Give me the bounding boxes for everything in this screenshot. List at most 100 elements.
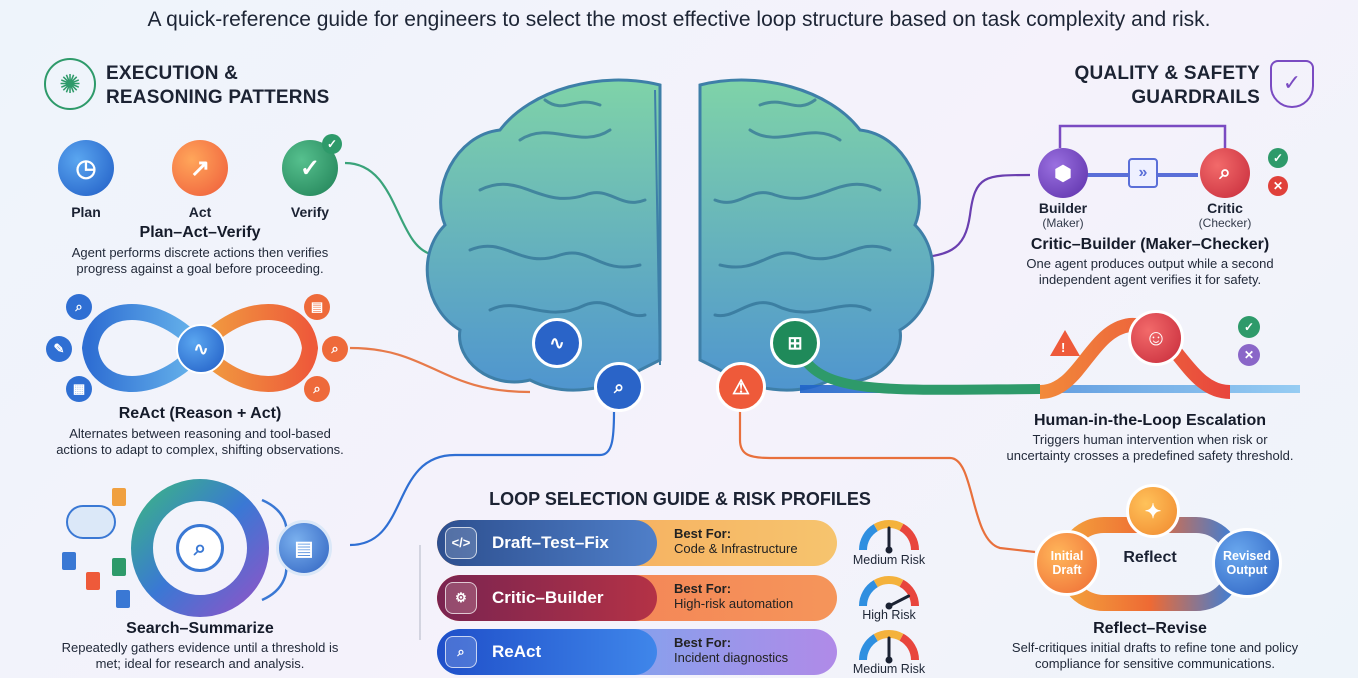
gauge-segment bbox=[899, 523, 919, 551]
reject-icon: ✕ bbox=[1268, 176, 1288, 196]
critic-label: Critic bbox=[1207, 200, 1243, 216]
search-summarize-desc-line2: met; ideal for research and analysis. bbox=[95, 656, 305, 671]
gauge-hub bbox=[885, 602, 893, 610]
reflect-revise-desc-line1: Self-critiques initial drafts to refine … bbox=[1011, 640, 1299, 655]
human-loop-desc: Triggers human intervention when risk or… bbox=[960, 432, 1340, 464]
gauge-hub bbox=[885, 656, 893, 664]
document-icon bbox=[112, 488, 126, 506]
revised-output-node: Revised Output bbox=[1212, 528, 1282, 598]
guide-row-critic-builder: ⚙ Critic–Builder Best For: High-risk aut… bbox=[437, 575, 837, 621]
critic-sublabel: (Checker) bbox=[1198, 216, 1252, 230]
plan-act-verify-title: Plan–Act–Verify bbox=[139, 224, 261, 241]
deny-icon: ✕ bbox=[1238, 344, 1260, 366]
lightbulb-icon: ✦ bbox=[1126, 484, 1180, 538]
search-summarize-title: Search–Summarize bbox=[126, 620, 274, 637]
reflect-label: Reflect bbox=[1123, 549, 1177, 566]
react-desc-line2: actions to adapt to complex, shifting ob… bbox=[56, 442, 344, 457]
shield-gear-icon: ✓ bbox=[1270, 60, 1314, 108]
check-badge-icon: ✓ bbox=[322, 134, 342, 154]
document-icon bbox=[116, 590, 130, 608]
guide-row-best-value: Code & Infrastructure bbox=[674, 541, 798, 556]
critic-builder-desc-line1: One agent produces output while a second bbox=[1026, 256, 1274, 271]
revised-output-line2: Output bbox=[1226, 563, 1268, 577]
alert-triangle-icon bbox=[1050, 330, 1080, 356]
risk-label: High Risk bbox=[862, 608, 916, 622]
gauge-segment bbox=[899, 633, 919, 661]
warning-icon: ⚠ bbox=[716, 362, 766, 412]
left-section-title: EXECUTION & REASONING PATTERNS bbox=[106, 62, 330, 110]
initial-draft-line1: Initial bbox=[1050, 549, 1084, 563]
approve-icon: ✓ bbox=[1238, 316, 1260, 338]
guide-row-best-value: Incident diagnostics bbox=[674, 650, 789, 665]
guide-title: LOOP SELECTION GUIDE & RISK PROFILES bbox=[489, 489, 871, 509]
magnifier-icon: ⌕ bbox=[304, 376, 330, 402]
guide-row-best: Best For: High-risk automation bbox=[674, 581, 793, 611]
risk-gauge bbox=[859, 630, 919, 664]
document-icon bbox=[86, 572, 100, 590]
act-label: Act bbox=[188, 204, 212, 220]
guide-row-best-label: Best For: bbox=[674, 526, 732, 541]
gauge-segment bbox=[859, 580, 879, 607]
human-loop-title: Human-in-the-Loop Escalation bbox=[1034, 412, 1266, 429]
risk-label: Medium Risk bbox=[852, 553, 926, 567]
right-section-title-line1: QUALITY & SAFETY bbox=[1074, 63, 1260, 84]
plan-act-verify-desc-line2: progress against a goal before proceedin… bbox=[76, 261, 324, 276]
document-icon bbox=[62, 552, 76, 570]
initial-draft-line2: Draft bbox=[1052, 563, 1082, 577]
risk-gauge bbox=[859, 576, 919, 610]
critic-builder-title: Critic–Builder (Maker–Checker) bbox=[1030, 236, 1270, 253]
react-title: ReAct (Reason + Act) bbox=[118, 405, 282, 422]
robot-arm-icon: ⚙ bbox=[445, 582, 477, 614]
cloud-icon bbox=[66, 505, 116, 539]
human-loop-desc-line1: Triggers human intervention when risk or bbox=[1032, 432, 1268, 447]
revised-output-line1: Revised bbox=[1223, 549, 1271, 563]
human-loop-desc-line2: uncertainty crosses a predefined safety … bbox=[1006, 448, 1294, 463]
search-summarize-desc-line1: Repeatedly gathers evidence until a thre… bbox=[61, 640, 339, 655]
clock-icon: ◷ bbox=[58, 140, 114, 196]
document-search-icon: ⌕ bbox=[594, 362, 644, 412]
reflect-revise-desc-line2: compliance for sensitive communications. bbox=[1035, 656, 1275, 671]
guide-row-name: Draft–Test–Fix bbox=[492, 533, 609, 552]
gauge-segment bbox=[899, 579, 919, 607]
right-section-title-line2: GUARDRAILS bbox=[1131, 87, 1260, 108]
brain-illustration bbox=[425, 78, 935, 392]
verify-label: Verify bbox=[290, 204, 330, 220]
right-section-title: QUALITY & SAFETY GUARDRAILS bbox=[1040, 62, 1260, 110]
gauge-segment bbox=[859, 524, 879, 551]
clipboard-icon: ▤ bbox=[304, 294, 330, 320]
cube-gear-icon: ⬢ bbox=[1038, 148, 1088, 198]
gauge-segment bbox=[873, 520, 904, 532]
guide-row-best-value: High-risk automation bbox=[674, 596, 794, 611]
document-icon bbox=[112, 558, 126, 576]
calculator-icon: ▦ bbox=[66, 376, 92, 402]
search-summarize-desc: Repeatedly gathers evidence until a thre… bbox=[10, 640, 390, 672]
book-search-icon: ⌕ bbox=[176, 524, 224, 572]
code-window-icon: </> bbox=[445, 527, 477, 559]
guide-row-draft-test-fix: </> Draft–Test–Fix Best For: Code & Infr… bbox=[437, 520, 837, 566]
gauge-needle bbox=[887, 594, 911, 608]
critic-builder-desc-line2: independent agent verifies it for safety… bbox=[1038, 272, 1262, 287]
initial-draft-node: Initial Draft bbox=[1034, 530, 1100, 596]
react-desc-line1: Alternates between reasoning and tool-ba… bbox=[69, 426, 331, 441]
reflect-revise-desc: Self-critiques initial drafts to refine … bbox=[960, 640, 1350, 672]
summary-document-icon: ▤ bbox=[276, 520, 332, 576]
guide-row-left: ⌕ ReAct bbox=[437, 629, 657, 675]
guide-row-left: </> Draft–Test–Fix bbox=[437, 520, 657, 566]
magnify-pulse-icon: ⌕ bbox=[445, 636, 477, 668]
risk-label: Medium Risk bbox=[852, 662, 926, 676]
guide-row-best-label: Best For: bbox=[674, 635, 732, 650]
approve-icon: ✓ bbox=[1268, 148, 1288, 168]
reflect-revise-title: Reflect–Revise bbox=[1093, 620, 1207, 637]
left-section-title-line1: EXECUTION & bbox=[106, 63, 239, 84]
arrow-up-right-icon: ↗ bbox=[172, 140, 228, 196]
hierarchy-icon: ⊞ bbox=[770, 318, 820, 368]
pulse-icon: ∿ bbox=[176, 324, 226, 374]
page-subtitle: A quick-reference guide for engineers to… bbox=[147, 8, 1211, 31]
builder-sublabel: (Maker) bbox=[1042, 216, 1084, 230]
risk-gauge bbox=[859, 520, 919, 554]
builder-label: Builder bbox=[1038, 200, 1088, 216]
connector-lines bbox=[344, 161, 1036, 640]
plan-act-verify-desc-line1: Agent performs discrete actions then ver… bbox=[71, 245, 329, 260]
guide-row-name: Critic–Builder bbox=[492, 588, 604, 607]
